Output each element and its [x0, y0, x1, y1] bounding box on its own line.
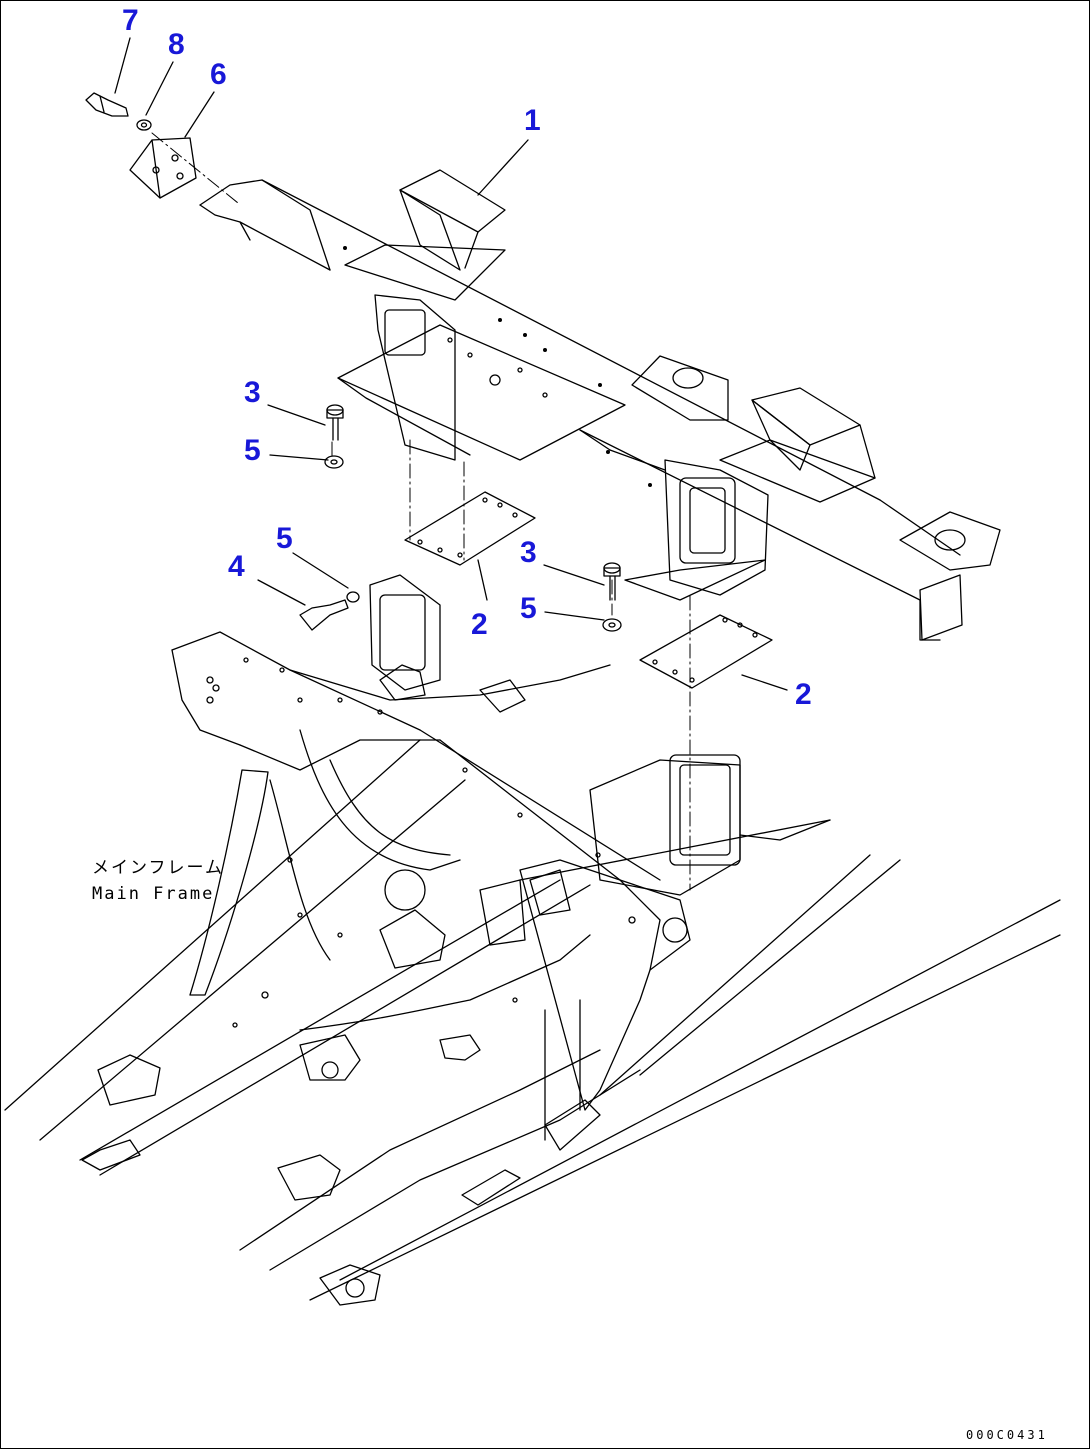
callout-7: 7 [122, 4, 139, 37]
bolt-4 [299, 599, 349, 631]
washer-8 [136, 119, 152, 131]
callout-2-left: 2 [471, 608, 488, 641]
callout-1: 1 [524, 104, 541, 137]
shim-plate-2-left [404, 491, 536, 566]
main-frame-note-japanese: メインフレーム [92, 858, 224, 878]
crossmember-holes [343, 246, 652, 487]
callout-6: 6 [210, 58, 227, 91]
washer-5-left [324, 455, 344, 469]
main-frame [4, 574, 1061, 1306]
crossmember-1 [199, 169, 1001, 641]
callout-5-left: 5 [244, 434, 261, 467]
callout-5-right: 5 [520, 592, 537, 625]
callout-4: 4 [228, 550, 245, 583]
washer-5-mid [346, 591, 360, 603]
bolt-7 [85, 92, 129, 117]
mount-bracket-6 [129, 137, 197, 199]
drawing-code: 000C0431 [966, 1428, 1048, 1442]
callout-3-right: 3 [520, 536, 537, 569]
washer-5-right [602, 618, 622, 632]
callout-3-left: 3 [244, 376, 261, 409]
callout-8: 8 [168, 28, 185, 61]
callout-2-right: 2 [795, 678, 812, 711]
main-frame-note-english: Main Frame [92, 884, 215, 904]
shim-plate-2-right [639, 614, 773, 689]
callout-5-mid: 5 [276, 522, 293, 555]
bolt-3-left [326, 404, 344, 441]
leader-lines [114, 37, 788, 691]
bolt-3-right [603, 562, 621, 601]
